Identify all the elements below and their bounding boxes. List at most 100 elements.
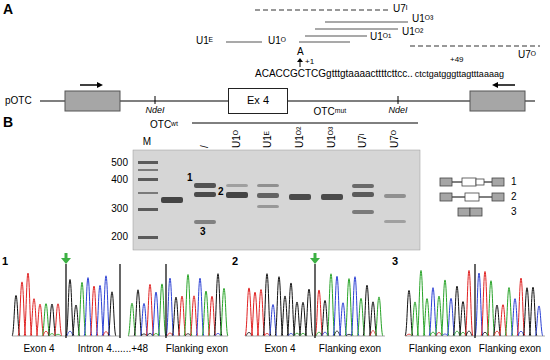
trace-background-peak	[466, 331, 472, 336]
flanking-exon	[65, 91, 120, 111]
figure-label: A	[3, 1, 13, 18]
figure-label: U1ᴱ	[196, 35, 213, 47]
lane-label: U1ᴼ²	[294, 127, 306, 148]
figure-label: Flanking exon	[319, 343, 381, 355]
u1-binding-line	[325, 21, 408, 22]
junction-line	[474, 264, 475, 338]
lane-label: /	[199, 145, 211, 148]
trace-peak	[375, 297, 383, 336]
trace-peak	[24, 273, 32, 336]
figure-label: Exon 4	[23, 343, 54, 355]
figure-label: U1ᴼ	[268, 35, 286, 47]
trace-baseline	[245, 336, 315, 337]
trace-peak	[202, 291, 210, 336]
group-bar	[192, 123, 418, 124]
agarose-gel	[133, 150, 420, 250]
figure-label: 1	[187, 172, 193, 184]
trace-peak	[517, 278, 525, 336]
gel-band	[352, 184, 374, 188]
u7-binding-line	[410, 45, 540, 46]
figure-label: 1	[2, 255, 8, 268]
figure-label: 2	[511, 191, 517, 203]
trace-background-peak	[334, 331, 340, 336]
junction-arrowhead	[61, 258, 71, 264]
trace-background-peak	[454, 331, 460, 336]
gel-band	[257, 184, 279, 187]
junction-line	[65, 264, 66, 338]
primer-arrow	[497, 84, 515, 86]
marker-band	[138, 192, 158, 194]
trace-baseline	[12, 336, 66, 337]
figure-label: +49	[450, 55, 464, 65]
figure-label: pOTC	[5, 95, 32, 107]
gel-band	[321, 194, 343, 200]
trace-background-peak	[67, 331, 73, 336]
figure-label: ACACCGCTCGgtttgtaaaacttttcttcc..	[255, 68, 413, 80]
figure-label: ctctgatgggttagtttaaaag	[415, 69, 504, 80]
lane-label: U1ᴱ	[262, 131, 274, 148]
figure-label: 3	[392, 255, 398, 268]
trace-peak	[417, 270, 425, 336]
trace-peak	[305, 289, 313, 336]
figure-label: 1	[511, 176, 517, 188]
trace-peak	[220, 288, 228, 336]
figure-label: 3	[511, 206, 517, 218]
trace-peak	[505, 288, 513, 336]
trace-background-peak	[370, 330, 376, 336]
trace-peak	[54, 304, 62, 336]
trace-peak	[66, 279, 74, 336]
figure-label: 500	[111, 157, 128, 169]
trace-peak	[405, 290, 413, 336]
figure-label: Flanking exon	[479, 343, 541, 355]
junction-line	[314, 264, 315, 338]
trace-peak	[263, 274, 271, 336]
exon-symbol	[440, 178, 452, 186]
gel-band	[226, 192, 248, 198]
figure-label: 2	[232, 255, 238, 268]
figure-label: A	[297, 46, 304, 58]
trace-peak	[351, 277, 359, 336]
figure-label: 300	[111, 203, 128, 215]
lane-label: U7ᴼ	[389, 130, 401, 148]
gel-band	[384, 220, 406, 223]
trace-peak	[287, 283, 295, 336]
u1-binding-line	[299, 41, 350, 42]
chromatogram-traces	[12, 270, 545, 336]
gel-band	[352, 210, 374, 214]
marker-band	[138, 236, 158, 239]
gel-band	[194, 183, 216, 188]
figure-label: 400	[111, 174, 128, 186]
gel-band	[194, 192, 216, 197]
junction-line	[119, 264, 120, 338]
trace-peak	[363, 285, 371, 336]
gel-bands	[138, 161, 406, 239]
lane-label: U1ᴼ³	[326, 127, 338, 148]
trace-peak	[453, 286, 461, 336]
figure-label: OTCʷᵗ	[150, 119, 178, 131]
gel-band	[161, 197, 183, 203]
gel-band	[257, 193, 279, 198]
trace-peak	[535, 306, 543, 336]
trace-peak	[465, 270, 473, 336]
trace-peak	[102, 276, 110, 336]
gel-band	[226, 184, 248, 187]
marker-band	[138, 178, 158, 181]
trace-background-peak	[494, 331, 500, 336]
trace-peak	[481, 271, 489, 336]
figure-label: NdeI	[388, 105, 407, 116]
trace-peak	[529, 287, 537, 336]
exon-symbol	[492, 193, 504, 201]
trace-peak	[275, 277, 283, 336]
gel-band	[194, 220, 216, 224]
primer-arrowhead	[492, 82, 498, 88]
trace-peak	[146, 284, 154, 336]
trace-peak	[30, 299, 38, 336]
trace-peak	[441, 280, 449, 336]
trace-baseline	[405, 336, 475, 337]
trace-peak	[429, 288, 437, 336]
u7-binding-line	[255, 9, 390, 10]
u1-binding-line	[305, 35, 367, 36]
junction-arrowhead	[310, 258, 320, 264]
